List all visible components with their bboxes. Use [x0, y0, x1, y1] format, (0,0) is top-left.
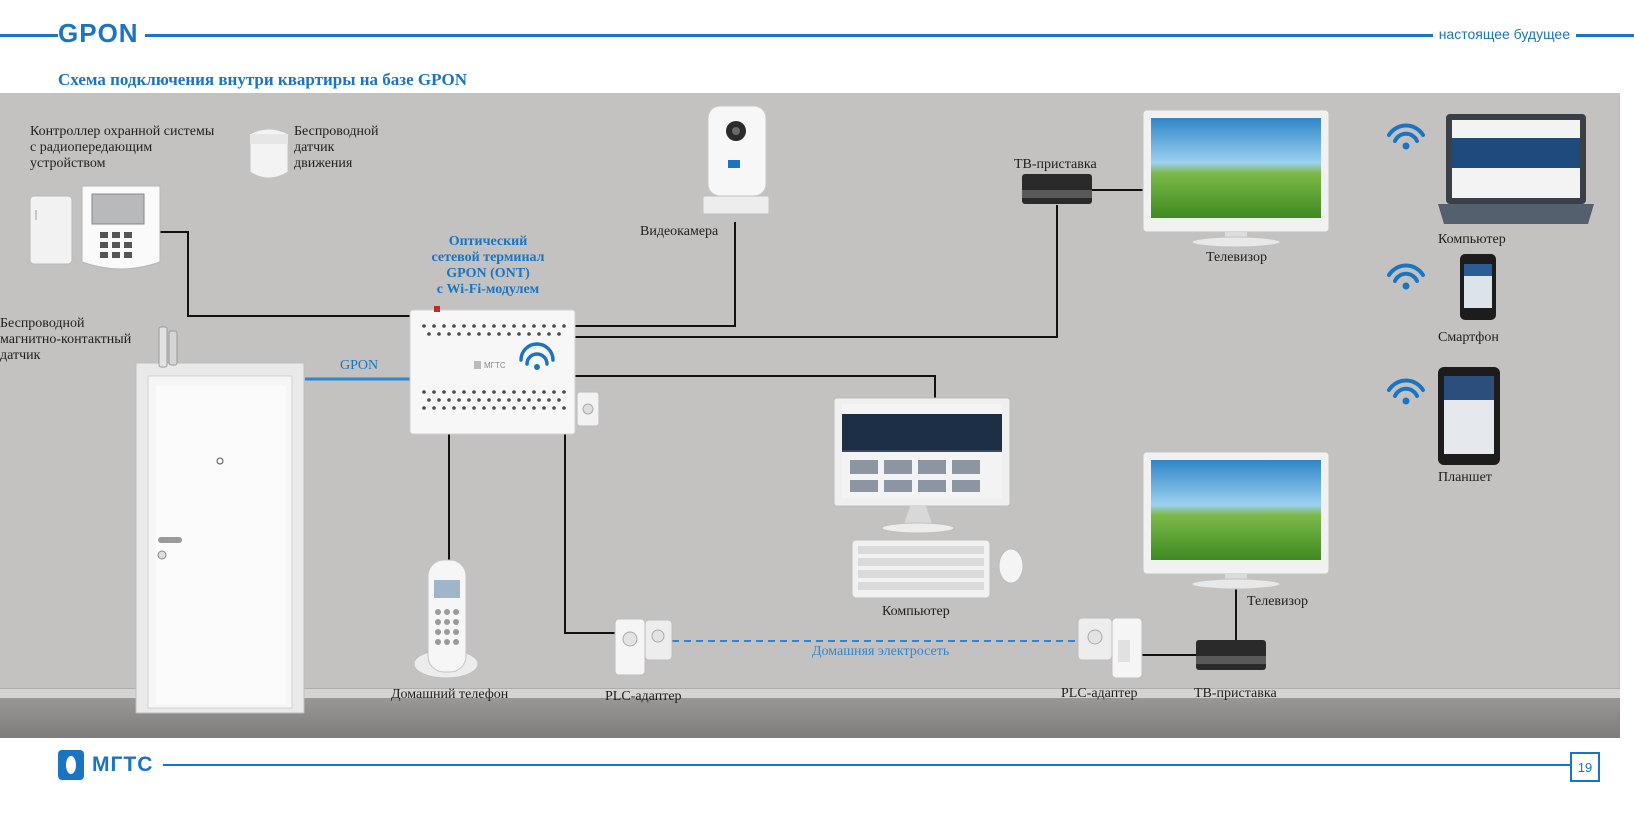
- baseboard: [0, 688, 1620, 699]
- wire-alarm-ont: [160, 231, 410, 317]
- footer-rule: [160, 764, 1570, 766]
- door-peephole: [216, 457, 224, 465]
- ont-vent-bottom: [422, 390, 566, 410]
- header-rule-right: [800, 34, 1634, 37]
- stb-top-device: [1022, 174, 1092, 204]
- alarm-siren-device: [29, 195, 73, 265]
- ont-brand-mark: [474, 361, 481, 369]
- laptop-device: [1438, 114, 1594, 224]
- wire-ont-stb-top: [575, 205, 1058, 338]
- label-ont: Оптический сетевой терминал GPON (ONT) с…: [431, 234, 545, 297]
- label-alarm-controller: Контроллер охранной системы с радиоперед…: [30, 124, 215, 171]
- plc-adapter-left-device: [614, 618, 673, 676]
- label-camera: Видеокамера: [640, 224, 719, 239]
- home-phone-device: [413, 559, 479, 679]
- label-laptop: Компьютер: [1438, 232, 1506, 247]
- wire-ont-desktop: [575, 375, 936, 398]
- wall-socket: [576, 391, 600, 427]
- header-rule-left: [0, 34, 800, 37]
- wifi-dot-laptop: [1402, 142, 1410, 150]
- smartphone-device: [1460, 254, 1496, 320]
- camera-device: [702, 105, 770, 215]
- label-plc-right: PLC-адаптер: [1061, 686, 1138, 701]
- wire-ont-plc: [564, 434, 615, 634]
- label-tv-bottom: Телевизор: [1247, 594, 1308, 609]
- mgts-logo-icon: [58, 750, 84, 780]
- door-lock: [157, 550, 167, 560]
- ont-vent-top: [422, 324, 566, 336]
- label-plc-left: PLC-адаптер: [605, 689, 682, 704]
- label-desktop: Компьютер: [882, 604, 950, 619]
- gpon-logo: GPON: [58, 18, 145, 49]
- mgts-logo-text: МГТС: [92, 753, 154, 776]
- label-stb-bottom: ТВ-приставка: [1194, 686, 1277, 701]
- label-tablet: Планшет: [1438, 470, 1492, 485]
- ont-status-led: [434, 306, 440, 312]
- alarm-controller-device: [81, 185, 161, 270]
- tagline: настоящее будущее: [1432, 26, 1576, 42]
- label-powerline: Домашняя электросеть: [812, 644, 950, 659]
- wifi-icon-tablet: [1387, 378, 1425, 398]
- wifi-dot-smartphone: [1402, 282, 1410, 290]
- ont-device: МГТС: [409, 306, 576, 435]
- tablet-device: [1438, 367, 1500, 465]
- plc-adapter-right-device: [1077, 617, 1143, 679]
- ont-wifi-icon: [519, 342, 555, 366]
- mgts-logo: МГТС: [58, 750, 164, 780]
- label-door-sensor: Беспроводной магнитно-контактный датчик: [0, 316, 132, 363]
- door-handle: [158, 537, 182, 543]
- stb-bottom-device: [1196, 640, 1266, 670]
- tv-bottom-device: [1142, 451, 1330, 590]
- desktop-computer-device: [833, 397, 1024, 599]
- door: [135, 362, 305, 714]
- ont-brand-text: МГТС: [484, 361, 506, 370]
- wired-connections: [160, 189, 1237, 656]
- motion-sensor-device: [249, 128, 289, 179]
- label-tv-top: Телевизор: [1206, 250, 1267, 265]
- label-phone: Домашний телефон: [391, 687, 509, 702]
- wire-ont-camera: [575, 222, 736, 327]
- wifi-icon-smartphone: [1387, 263, 1425, 283]
- label-motion-sensor: Беспроводной датчик движения: [294, 124, 379, 171]
- door-sensor-device: [158, 326, 178, 368]
- mouse: [998, 548, 1024, 584]
- label-gpon-link: GPON: [340, 358, 379, 373]
- wifi-dot-tablet: [1402, 397, 1410, 405]
- page-title: Схема подключения внутри квартиры на баз…: [58, 70, 468, 89]
- label-smartphone: Смартфон: [1438, 330, 1499, 345]
- label-stb-top: ТВ-приставка: [1014, 157, 1097, 172]
- wifi-icon-laptop: [1387, 123, 1425, 143]
- tv-top-device: [1142, 109, 1330, 248]
- page-number: 19: [1570, 752, 1600, 782]
